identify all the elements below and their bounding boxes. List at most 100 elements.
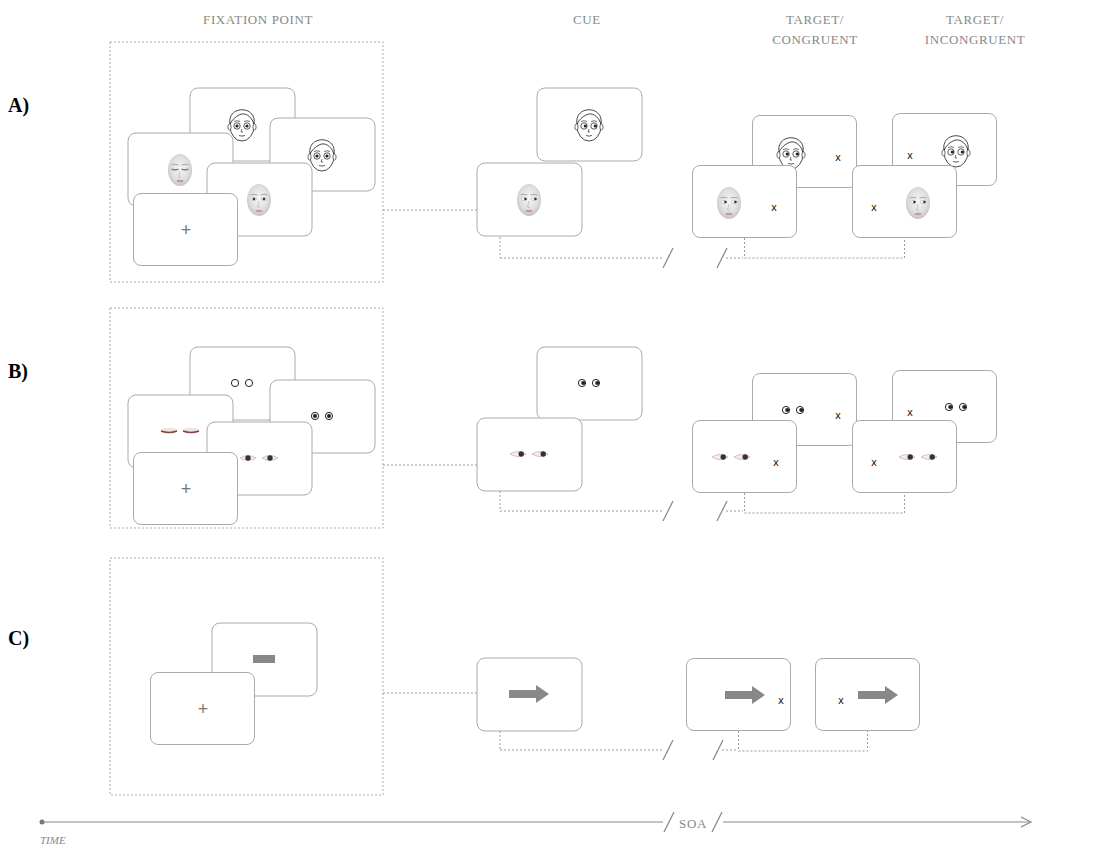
target-mark: x — [773, 458, 779, 468]
ear — [967, 150, 970, 156]
group-frame — [110, 42, 383, 282]
screen: x — [692, 420, 797, 493]
mouth — [256, 210, 263, 212]
screen-frame — [477, 163, 582, 236]
trial-connector — [745, 238, 905, 258]
brow — [521, 194, 528, 196]
screen-frame — [477, 658, 582, 731]
column-header: TARGET/ INCONGRUENT — [925, 10, 1025, 49]
pupil — [584, 124, 587, 127]
hair — [779, 138, 803, 152]
screen: x — [852, 165, 957, 238]
screen — [477, 163, 582, 236]
mouth — [726, 213, 733, 215]
eye — [261, 198, 267, 201]
closed-eye — [182, 168, 189, 170]
face-photo — [906, 187, 930, 219]
iris — [721, 454, 726, 459]
closed-eye — [172, 168, 179, 170]
brow — [261, 194, 268, 196]
iris — [913, 201, 916, 204]
sequence-line — [500, 750, 664, 751]
break-mark — [664, 812, 674, 832]
sequence-line — [500, 511, 664, 512]
pupil — [951, 150, 954, 153]
fixation-cross: + — [181, 221, 192, 239]
iris — [524, 198, 527, 201]
closed-eye — [161, 431, 177, 433]
screen — [537, 347, 642, 420]
iris — [734, 201, 737, 204]
eye — [734, 455, 750, 460]
eye — [793, 151, 799, 157]
eye — [244, 123, 250, 129]
ear — [228, 124, 231, 130]
ear — [333, 154, 336, 160]
column-header: TARGET/ CONGRUENT — [772, 10, 858, 49]
target-mark: x — [907, 151, 913, 161]
column-header: FIXATION POINT — [203, 10, 313, 30]
screen: + — [150, 672, 255, 745]
screen: x — [815, 658, 920, 731]
ear — [600, 124, 603, 130]
brow — [591, 120, 597, 122]
ear — [308, 154, 311, 160]
iris — [263, 198, 266, 201]
nose — [588, 129, 590, 132]
screen-frame — [537, 347, 642, 420]
brow — [324, 150, 330, 152]
bar-stimulus — [253, 655, 275, 663]
screen-frame — [477, 418, 582, 491]
iris — [743, 454, 748, 459]
break-mark — [717, 248, 727, 268]
pupil — [786, 152, 789, 155]
brow — [172, 164, 179, 166]
pupil — [785, 408, 789, 412]
eye — [251, 198, 257, 201]
column-header: FIXATION POINT — [203, 10, 313, 30]
ear — [575, 124, 578, 130]
column-header: CUE — [573, 10, 601, 30]
mouth — [953, 161, 959, 163]
eye — [948, 149, 954, 155]
ear — [942, 150, 945, 156]
eye — [921, 455, 937, 460]
screen-illustration — [816, 659, 921, 732]
screen-frame — [537, 88, 642, 161]
hair — [310, 140, 334, 154]
break-mark — [663, 740, 673, 760]
eye — [581, 123, 587, 129]
column-header: TARGET/ INCONGRUENT — [925, 10, 1025, 49]
pupil — [948, 405, 952, 409]
brow — [531, 194, 538, 196]
brow — [244, 120, 250, 122]
screen: x — [852, 420, 957, 493]
brow — [251, 194, 258, 196]
iris — [908, 454, 913, 459]
arrow-cue — [725, 686, 765, 704]
mouth — [586, 135, 592, 137]
lid-shade — [161, 428, 177, 433]
eye — [721, 201, 727, 204]
screen-illustration — [693, 166, 798, 239]
brow — [958, 146, 964, 148]
screen — [477, 658, 582, 731]
iris — [724, 201, 727, 204]
pupil — [595, 381, 599, 385]
eye — [578, 379, 585, 386]
nose — [528, 201, 531, 208]
soa-label: SOA — [677, 814, 709, 834]
screen — [477, 418, 582, 491]
ear — [802, 152, 805, 158]
iris — [267, 455, 272, 460]
eye — [245, 379, 252, 386]
mouth — [526, 210, 533, 212]
arrow-cue — [509, 685, 549, 703]
mouth — [915, 213, 922, 215]
pupil — [961, 150, 964, 153]
pupil — [327, 414, 331, 418]
pupil — [594, 124, 597, 127]
panel-letter: B) — [8, 356, 28, 386]
trial-connector — [739, 731, 868, 751]
